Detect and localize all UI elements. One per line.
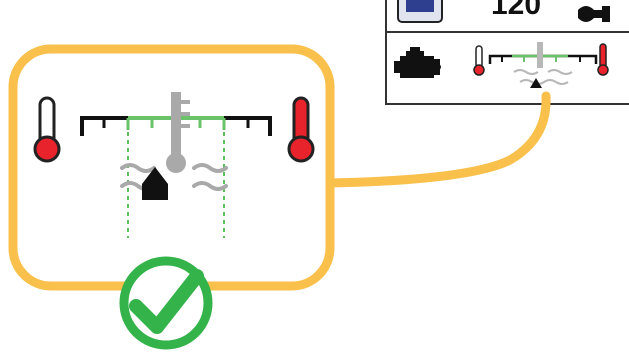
thermometer-hot-icon <box>287 96 315 163</box>
mini-temperature-gauge <box>473 42 609 88</box>
callout-connector <box>325 91 551 188</box>
panel-reading: 120 <box>491 0 541 21</box>
temperature-gauge <box>33 92 315 238</box>
pointer-triangle-icon <box>142 167 168 200</box>
display-icon <box>397 0 443 23</box>
normal-range-guides <box>127 124 225 238</box>
mini-thermometer-cold-icon <box>473 45 485 76</box>
checkmark-icon <box>119 256 213 350</box>
instrument-panel: 120 <box>385 0 629 105</box>
gauge-ticks-outer <box>102 118 250 128</box>
thermometer-cold-icon <box>33 96 61 163</box>
gauge-ticks-normal <box>126 118 226 130</box>
coolant-temperature-icon <box>120 92 228 191</box>
mini-thermometer-hot-icon <box>597 43 609 76</box>
transmission-icon <box>578 6 610 22</box>
engine-icon <box>394 47 441 78</box>
